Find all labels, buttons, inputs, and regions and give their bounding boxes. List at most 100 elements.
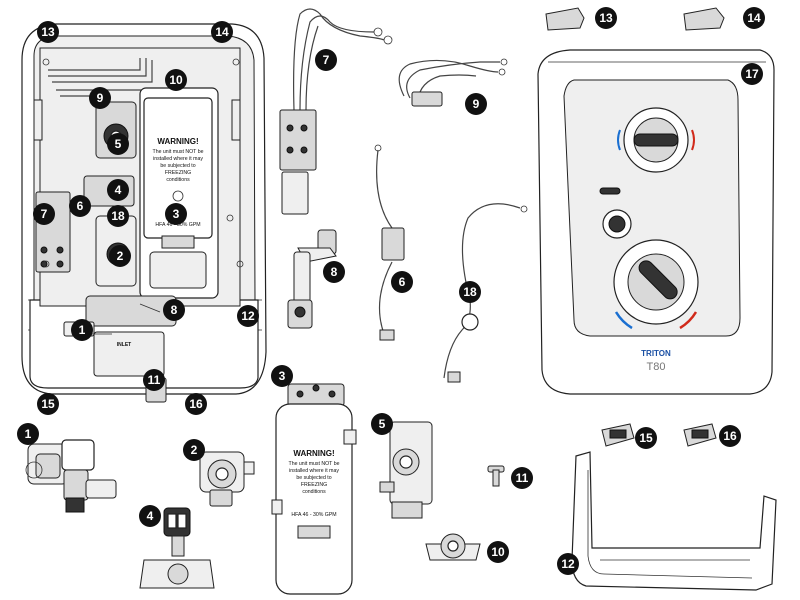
svg-text:16: 16	[723, 429, 737, 443]
svg-text:2: 2	[117, 249, 124, 263]
part-cover-plug-14	[683, 7, 725, 31]
svg-text:11: 11	[516, 471, 529, 485]
svg-text:5: 5	[115, 137, 122, 151]
part-inlet-valve	[25, 439, 117, 513]
svg-text:INLET: INLET	[117, 342, 131, 348]
callout-7-exploded: 7	[315, 49, 337, 71]
callout-11: 11	[143, 369, 165, 391]
svg-text:10: 10	[491, 545, 505, 559]
callout-9: 9	[89, 87, 111, 109]
part-cable-grommet-16	[683, 423, 717, 447]
callout-12-exploded: 12	[557, 553, 579, 575]
svg-text:installed where it may: installed where it may	[153, 156, 203, 162]
part-switch-lead	[374, 144, 405, 341]
svg-text:be subjected to: be subjected to	[296, 475, 331, 481]
warning-label-heater: WARNING! The unit must NOT be installed …	[289, 449, 340, 518]
svg-text:conditions: conditions	[302, 489, 326, 495]
callout-13: 13	[37, 21, 59, 43]
svg-text:The unit must NOT be: The unit must NOT be	[289, 461, 340, 467]
part-earth-lead	[443, 203, 528, 383]
svg-text:12: 12	[561, 557, 575, 571]
svg-text:be subjected to: be subjected to	[160, 163, 195, 169]
svg-text:FREEZING: FREEZING	[165, 170, 191, 176]
svg-text:12: 12	[241, 309, 255, 323]
svg-text:15: 15	[639, 431, 653, 445]
svg-text:3: 3	[173, 207, 180, 221]
part-wire-harness	[398, 58, 508, 107]
part-cover-plug-13	[545, 7, 585, 31]
svg-text:6: 6	[399, 275, 406, 289]
callout-8: 8	[163, 299, 185, 321]
callout-3: 3	[165, 203, 187, 225]
svg-text:15: 15	[41, 397, 55, 411]
svg-text:13: 13	[41, 25, 55, 39]
svg-text:The unit must NOT be: The unit must NOT be	[153, 149, 204, 155]
callout-16-exploded: 16	[719, 425, 741, 447]
svg-text:3: 3	[279, 369, 286, 383]
callout-4: 4	[107, 179, 129, 201]
svg-text:7: 7	[323, 53, 330, 67]
callout-5-exploded: 5	[371, 413, 393, 435]
leader-lines	[92, 303, 161, 335]
svg-text:HFA 46 - 30% GPM: HFA 46 - 30% GPM	[155, 222, 200, 228]
callout-18: 18	[107, 205, 129, 227]
svg-text:2: 2	[191, 443, 198, 457]
callout-10: 10	[165, 69, 187, 91]
callout-10-exploded: 10	[487, 541, 509, 563]
callout-13-exploded: 13	[595, 7, 617, 29]
svg-text:10: 10	[169, 73, 183, 87]
callout-6-exploded: 6	[391, 271, 413, 293]
part-front-cover: TRITON T80	[537, 49, 775, 395]
callout-1-exploded: 1	[17, 423, 39, 445]
svg-text:11: 11	[148, 373, 161, 387]
svg-text:8: 8	[331, 265, 338, 279]
shower-unit-internal-view: WARNING! The unit must NOT be installed …	[21, 23, 267, 403]
callout-16: 16	[185, 393, 207, 415]
callout-5: 5	[107, 133, 129, 155]
svg-text:9: 9	[473, 97, 480, 111]
callout-6: 6	[69, 195, 91, 217]
svg-text:13: 13	[599, 11, 613, 25]
part-terminal-cable-assembly	[279, 8, 393, 215]
callout-14: 14	[211, 21, 233, 43]
cover-brand-text: TRITON	[641, 349, 671, 358]
svg-text:1: 1	[79, 323, 86, 337]
callout-2: 2	[109, 245, 131, 267]
callout-17: 17	[741, 63, 763, 85]
callout-18-exploded: 18	[459, 281, 481, 303]
callout-11-exploded: 11	[511, 467, 533, 489]
part-bottom-cover	[571, 451, 777, 591]
svg-text:WARNING!: WARNING!	[293, 449, 334, 458]
svg-text:7: 7	[41, 207, 48, 221]
callout-7: 7	[33, 203, 55, 225]
svg-text:16: 16	[189, 397, 203, 411]
callout-15-exploded: 15	[635, 427, 657, 449]
svg-text:4: 4	[147, 509, 154, 523]
svg-text:4: 4	[115, 183, 122, 197]
part-pressure-valve	[199, 451, 255, 507]
svg-text:WARNING!: WARNING!	[157, 137, 198, 146]
callout-8-exploded: 8	[323, 261, 345, 283]
callout-1: 1	[71, 319, 93, 341]
svg-text:HFA 46 - 30% GPM: HFA 46 - 30% GPM	[291, 512, 336, 518]
callout-12: 12	[237, 305, 259, 327]
svg-text:14: 14	[215, 25, 229, 39]
svg-text:18: 18	[111, 209, 125, 223]
part-small-fitting	[487, 465, 505, 487]
svg-text:6: 6	[77, 199, 84, 213]
part-cable-grommet-15	[601, 423, 635, 447]
callout-layer: 13 14 10 9 5 4 6 18 7 3 2 8 12 1 11 15 1…	[17, 7, 765, 575]
svg-text:1: 1	[25, 427, 32, 441]
part-flow-valve	[287, 229, 337, 329]
svg-text:18: 18	[463, 285, 477, 299]
callout-14-exploded: 14	[743, 7, 765, 29]
svg-text:installed where it may: installed where it may	[289, 468, 339, 474]
callout-2-exploded: 2	[183, 439, 205, 461]
warning-label-main: WARNING! The unit must NOT be installed …	[153, 137, 204, 228]
part-solenoid-valve	[139, 507, 215, 589]
part-thermal-cutout	[425, 533, 481, 561]
svg-text:14: 14	[747, 11, 761, 25]
callout-4-exploded: 4	[139, 505, 161, 527]
svg-text:5: 5	[379, 417, 386, 431]
